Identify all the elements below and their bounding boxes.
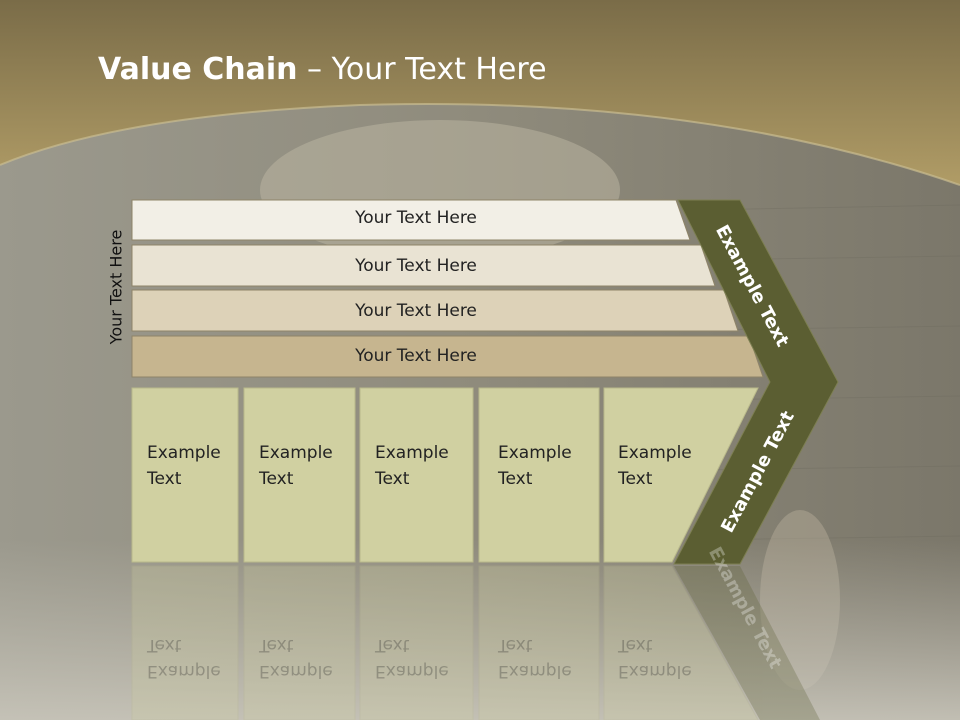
example-box-3 [359,387,474,563]
box-reflection-shape-5 [603,565,759,720]
ref-1-line-2: Text [147,635,182,655]
box-reflection-shape-2 [243,565,356,720]
box-1-line-1: Example [147,443,221,463]
vertical-side-label: Your Text Here [106,229,126,345]
bar-label-1: Your Text Here [355,208,477,228]
example-box-5 [603,387,759,563]
bar-shape-2 [131,244,716,287]
bar-label-2: Your Text Here [355,256,477,276]
bar-shape-4 [131,335,764,378]
box-1-line-2: Text [147,469,182,489]
box-5-line-2: Text [618,469,653,489]
box-4-line-1: Example [498,443,572,463]
example-box-4 [478,387,600,563]
example-box-2 [243,387,356,563]
ref-1-line-1: Example [147,661,221,681]
box-reflection-shape-3 [359,565,474,720]
ref-4-line-2: Text [498,635,533,655]
ref-5-line-1: Example [618,661,692,681]
box-reflection-1: Example Text [147,632,243,684]
chevron-arrow [673,199,839,565]
box-2-line-1: Example [259,443,333,463]
chevron-reflection-shape [674,566,820,720]
ref-2-line-1: Example [259,661,333,681]
box-3-line-2: Text [375,469,410,489]
bar-label-4: Your Text Here [355,346,477,366]
ref-3-line-1: Example [375,661,449,681]
box-reflection-shape-4 [478,565,600,720]
title-bold: Value Chain [98,52,298,87]
bar-shape-1 [131,199,691,241]
example-box-1 [131,387,239,563]
box-reflection-5: Example Text [618,632,714,684]
ref-3-line-2: Text [375,635,410,655]
ref-4-line-1: Example [498,661,572,681]
bar-label-3: Your Text Here [355,301,477,321]
box-reflection-shape-1 [131,565,239,720]
box-3-line-1: Example [375,443,449,463]
box-reflection-4: Example Text [498,632,594,684]
box-4-line-2: Text [498,469,533,489]
ref-2-line-2: Text [259,635,294,655]
box-2-line-2: Text [259,469,294,489]
title-rest: – Your Text Here [297,52,547,87]
slide-title: Value Chain – Your Text Here [98,52,547,87]
ref-5-line-2: Text [618,635,653,655]
box-reflection-2: Example Text [259,632,355,684]
bar-shape-3 [131,289,739,332]
box-5-line-1: Example [618,443,692,463]
box-reflection-3: Example Text [375,632,471,684]
